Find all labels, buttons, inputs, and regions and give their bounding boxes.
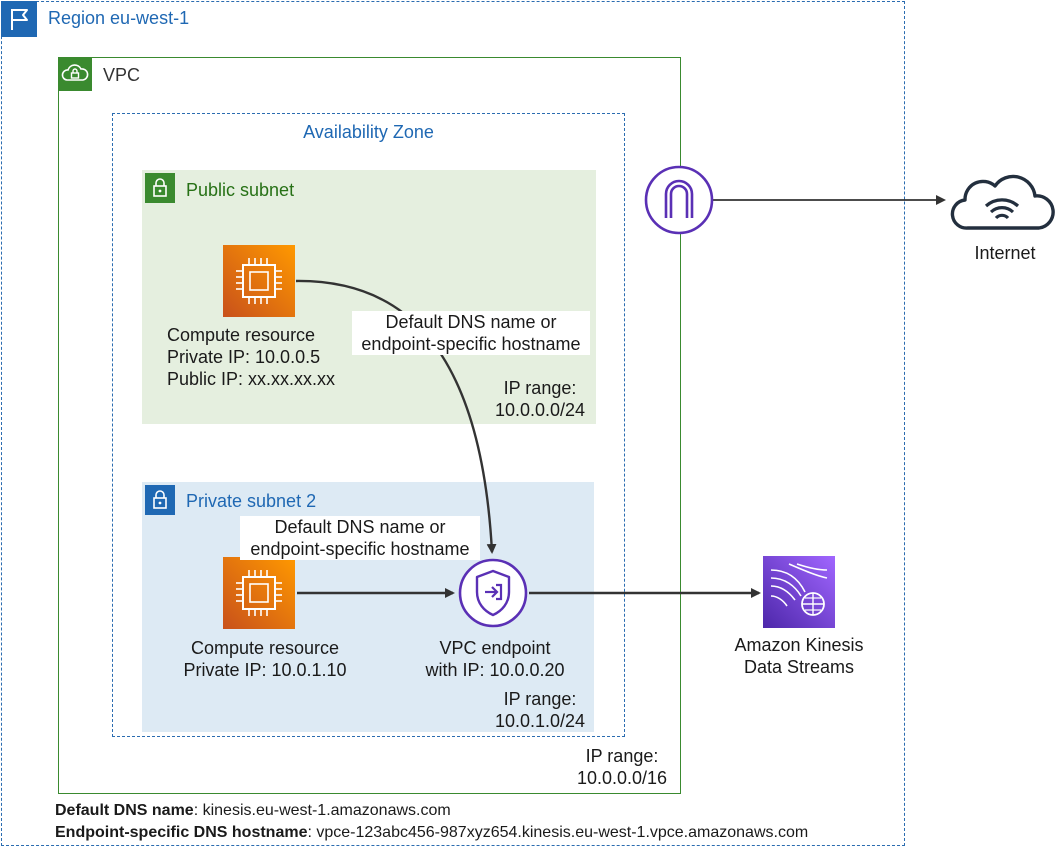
private-subnet-label: Private subnet 2	[186, 491, 317, 511]
kinesis-data-streams-icon	[763, 556, 835, 628]
vpc-ip-range-label: IP range:	[585, 746, 659, 766]
private-ip-range-value: 10.0.1.0/24	[494, 711, 586, 731]
vpc-endpoint-ip: with IP: 10.0.0.20	[425, 660, 565, 680]
vpc-boundary	[58, 57, 681, 794]
vpc-ip-range-value: 10.0.0.0/16	[576, 768, 668, 788]
kinesis-label-line2: Data Streams	[743, 657, 855, 677]
private-compute-title: Compute resource	[190, 638, 340, 658]
internet-gateway-icon	[643, 164, 715, 236]
region-boundary	[1, 1, 905, 846]
public-ip-range-value: 10.0.0.0/24	[494, 400, 586, 420]
private-ip-range-label: IP range:	[503, 689, 577, 709]
availability-zone-label: Availability Zone	[303, 122, 434, 142]
lock-icon	[145, 173, 175, 203]
flag-icon	[1, 1, 37, 37]
footer-endpoint-dns-key: Endpoint-specific DNS hostname	[55, 824, 308, 841]
private-compute-private-ip: Private IP: 10.0.1.10	[183, 660, 347, 680]
public-compute-private-ip: Private IP: 10.0.0.5	[167, 347, 321, 367]
private-dns-callout-line1: Default DNS name or	[274, 517, 446, 537]
compute-chip-icon	[223, 557, 295, 629]
public-ip-range-label: IP range:	[503, 378, 577, 398]
footer-default-dns-value: : kinesis.eu-west-1.amazonaws.com	[193, 802, 451, 819]
vpc-endpoint-title: VPC endpoint	[439, 638, 551, 658]
vpc-label: VPC	[103, 65, 141, 85]
footer-endpoint-dns: Endpoint-specific DNS hostname: vpce-123…	[55, 822, 808, 844]
compute-chip-icon	[223, 245, 295, 317]
public-dns-callout-line1: Default DNS name or	[385, 312, 557, 332]
vpc-endpoint-icon	[457, 557, 529, 629]
public-subnet-label: Public subnet	[186, 180, 295, 200]
private-dns-callout-line2: endpoint-specific hostname	[250, 539, 470, 559]
internet-label: Internet	[974, 243, 1036, 263]
region-label: Region eu-west-1	[48, 8, 190, 28]
public-dns-callout-line2: endpoint-specific hostname	[361, 334, 581, 354]
availability-zone-boundary	[112, 113, 625, 737]
footer-endpoint-dns-value: : vpce-123abc456-987xyz654.kinesis.eu-we…	[307, 824, 809, 841]
footer-default-dns-key: Default DNS name	[55, 802, 194, 819]
cloud-lock-icon	[58, 57, 92, 91]
cloud-wifi-icon	[946, 166, 1056, 238]
public-compute-public-ip: Public IP: xx.xx.xx.xx	[167, 369, 336, 389]
public-compute-title: Compute resource	[167, 325, 316, 345]
public-dns-callout: Default DNS name or endpoint-specific ho…	[352, 311, 590, 355]
kinesis-label-line1: Amazon Kinesis	[734, 635, 864, 655]
footer-default-dns: Default DNS name: kinesis.eu-west-1.amaz…	[55, 800, 451, 822]
lock-icon	[145, 485, 175, 515]
private-dns-callout: Default DNS name or endpoint-specific ho…	[240, 516, 480, 560]
